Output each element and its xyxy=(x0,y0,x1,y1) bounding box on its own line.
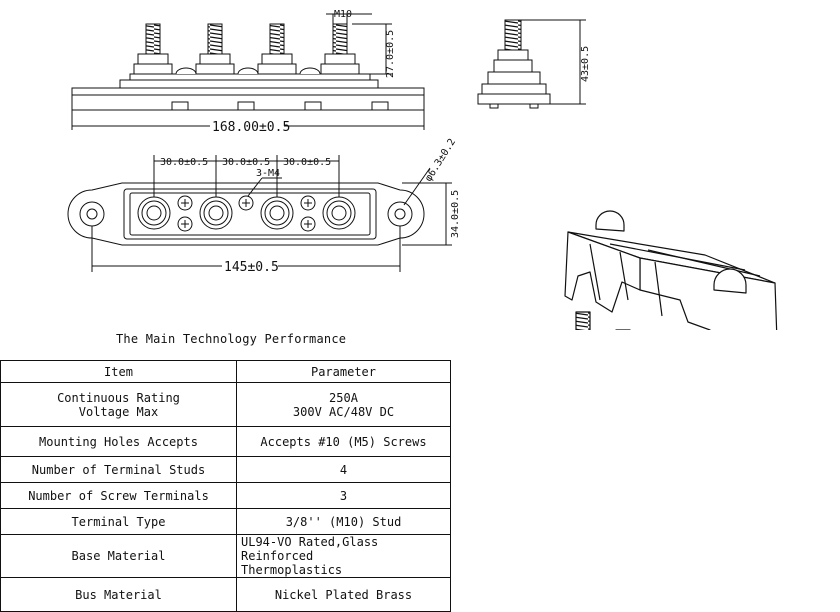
dim-mount-145: 145±0.5 xyxy=(224,260,279,275)
table-row: Mounting Holes Accepts Accepts #10 (M5) … xyxy=(0,426,451,457)
stud-front-2 xyxy=(195,23,235,75)
technical-drawing: M10 27.0±0.5 168.00±0.5 43±0.5 xyxy=(67,9,778,330)
dim-width-34: 34.0±0.5 xyxy=(450,190,461,238)
header-parameter: Parameter xyxy=(236,360,451,383)
dim-m10: M10 xyxy=(334,9,352,20)
table-row: Terminal Type 3/8'' (M10) Stud xyxy=(0,508,451,535)
stud-front-4 xyxy=(320,23,360,75)
isometric-view xyxy=(564,210,778,330)
item-line: Continuous Rating xyxy=(57,390,180,405)
table-header-row: Item Parameter xyxy=(0,360,451,383)
top-view xyxy=(67,155,452,272)
dim-pitch-3: 30.0±0.5 xyxy=(283,157,331,168)
dim-pitch-1: 30.0±0.5 xyxy=(160,157,208,168)
table-row: Bus Material Nickel Plated Brass xyxy=(0,577,451,612)
table-row: Continuous Rating Voltage Max 250A 300V … xyxy=(0,382,451,427)
table-row: Number of Screw Terminals 3 xyxy=(0,482,451,509)
spec-table: Item Parameter Continuous Rating Voltage… xyxy=(0,360,451,612)
row-param: 3/8'' (M10) Stud xyxy=(236,508,451,535)
row-param: 3 xyxy=(236,482,451,509)
spec-table-title: The Main Technology Performance xyxy=(116,332,347,346)
row-item: Terminal Type xyxy=(0,508,237,535)
cover xyxy=(564,210,778,330)
table-row: Number of Terminal Studs 4 xyxy=(0,456,451,483)
param-line: 300V AC/48V DC xyxy=(292,404,395,419)
row-item: Base Material xyxy=(0,534,237,578)
param-line: UL94-VO Rated,Glass Reinforced xyxy=(241,535,379,563)
dim-height-43: 43±0.5 xyxy=(580,46,591,82)
dim-pitch-2: 30.0±0.5 xyxy=(222,157,270,168)
screw-2 xyxy=(177,216,193,232)
row-item: Number of Terminal Studs xyxy=(0,456,237,483)
row-item: Bus Material xyxy=(0,577,237,612)
screw-3 xyxy=(238,195,254,211)
row-item: Continuous Rating Voltage Max xyxy=(0,382,237,427)
row-param: 4 xyxy=(236,456,451,483)
dim-height-27: 27.0±0.5 xyxy=(385,30,396,78)
dim-screw-m4: 3-M4 xyxy=(256,168,280,179)
row-param: Nickel Plated Brass xyxy=(236,577,451,612)
stud-front-1 xyxy=(133,23,173,75)
row-param: Accepts #10 (M5) Screws xyxy=(236,426,451,457)
dim-hole: φ6.3±0.2 xyxy=(423,137,458,184)
row-param: 250A 300V AC/48V DC xyxy=(236,382,451,427)
param-line: 250A xyxy=(329,390,358,405)
row-param: UL94-VO Rated,Glass Reinforced Thermopla… xyxy=(236,534,451,578)
stud-iso-1 xyxy=(575,311,591,330)
front-view xyxy=(71,13,425,130)
row-item: Mounting Holes Accepts xyxy=(0,426,237,457)
screw-5 xyxy=(300,216,316,232)
dim-length-168: 168.00±0.5 xyxy=(212,120,290,135)
table-row: Base Material UL94-VO Rated,Glass Reinfo… xyxy=(0,534,451,578)
row-item: Number of Screw Terminals xyxy=(0,482,237,509)
stud-front-3 xyxy=(257,23,297,75)
screw-4 xyxy=(300,195,316,211)
side-view xyxy=(477,19,586,109)
item-line: Voltage Max xyxy=(78,404,159,419)
screw-1 xyxy=(177,195,193,211)
param-line: Thermoplastics xyxy=(241,563,343,577)
header-item: Item xyxy=(0,360,237,383)
